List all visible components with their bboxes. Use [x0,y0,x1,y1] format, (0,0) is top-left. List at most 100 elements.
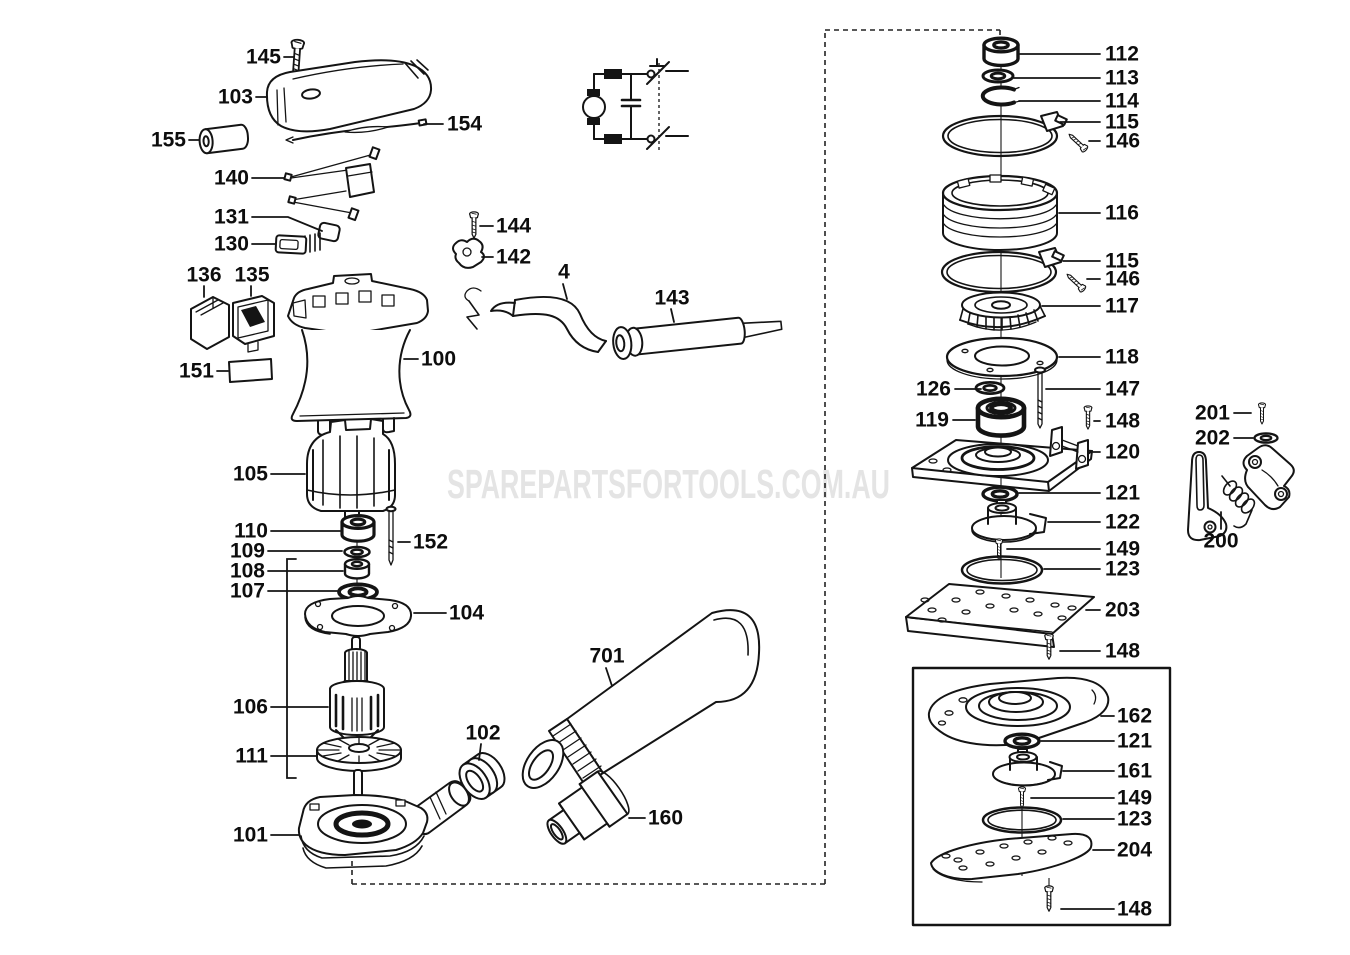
part-204 [930,832,1093,883]
label-144: 144 [496,215,531,238]
part-144 [469,211,479,239]
label-111: 111 [235,745,268,768]
main-assembly [190,38,783,869]
part-140 [283,146,381,222]
part-142 [452,237,485,269]
label-123-lower: 123 [1117,808,1152,831]
part-147 [1034,366,1046,429]
part-161 [992,748,1063,787]
label-160: 160 [648,807,683,830]
label-140: 140 [214,167,249,190]
part-108 [343,558,371,580]
label-108: 108 [230,560,265,583]
part-122 [971,499,1047,543]
label-110: 110 [234,520,268,543]
label-131: 131 [214,206,249,229]
part-146-upper [1065,130,1090,154]
label-121-upper: 121 [1105,482,1140,505]
label-114: 114 [1105,90,1139,113]
switch-symbol [646,58,689,150]
watermark: SPAREPARTSFORTOOLS.COM.AU [447,461,890,507]
label-155: 155 [151,129,186,152]
label-115-lower: 115 [1105,250,1139,273]
label-204: 204 [1117,839,1152,862]
label-130: 130 [214,233,249,256]
label-136: 136 [186,264,221,287]
wiring-schematic [582,58,689,150]
label-149-upper: 149 [1105,538,1140,561]
part-155 [198,123,250,155]
part-130 [274,232,321,255]
label-148-bottom: 148 [1117,898,1152,921]
label-145: 145 [246,46,281,69]
label-4: 4 [558,261,570,284]
part-203 [905,583,1095,648]
label-119: 119 [915,409,949,432]
part-151 [228,358,273,383]
label-200: 200 [1203,530,1238,553]
part-160 [546,770,630,845]
part-123-upper [960,555,1044,585]
part-146-lower [1063,270,1088,294]
part-136 [190,296,230,350]
part-121-upper [981,485,1019,503]
part-116 [941,174,1059,251]
part-121-lower [1003,732,1041,750]
part-201 [1258,402,1266,425]
label-126: 126 [916,378,951,401]
label-103: 103 [218,86,253,109]
label-120: 120 [1105,441,1140,464]
part-103 [265,59,433,133]
motor-symbol [582,95,606,119]
part-123-lower [981,806,1063,834]
part-104 [304,595,413,637]
part-117 [959,291,1046,331]
label-148-middle: 148 [1105,640,1140,663]
label-109: 109 [230,540,265,563]
delta-option-box [911,666,1172,927]
label-203: 203 [1105,599,1140,622]
label-135: 135 [234,264,269,287]
part-143 [612,316,783,360]
label-106: 106 [233,696,268,719]
part-202 [1253,432,1279,444]
part-120 [911,426,1093,492]
part-115-lower [940,247,1065,294]
label-202: 202 [1195,427,1230,450]
label-149-lower: 149 [1117,787,1152,810]
label-151: 151 [179,360,214,383]
label-162: 162 [1117,705,1152,728]
label-146-lower: 146 [1105,268,1140,291]
part-4 [464,287,607,353]
part-162 [927,676,1110,747]
part-126 [974,380,1006,396]
label-118: 118 [1105,346,1139,369]
label-123-upper: 123 [1105,558,1140,581]
part-102 [458,752,506,800]
label-104: 104 [449,602,484,625]
label-201: 201 [1195,402,1230,425]
label-102: 102 [465,722,500,745]
label-143: 143 [654,287,689,310]
part-148-top [1083,405,1093,430]
label-100: 100 [421,348,456,371]
part-114 [980,85,1021,107]
label-154: 154 [447,113,482,136]
part-111 [316,736,402,799]
platen-assembly [905,36,1095,660]
label-146-upper: 146 [1105,130,1140,153]
label-147: 147 [1105,378,1140,401]
label-161: 161 [1117,760,1152,783]
option-box-border [911,666,1172,927]
part-112 [982,36,1020,68]
label-116: 116 [1105,202,1139,225]
part-149-lower [1018,786,1026,809]
part-100 [287,273,429,436]
label-122: 122 [1105,511,1140,534]
label-117: 117 [1105,295,1139,318]
label-701: 701 [589,645,624,668]
dashed-frame [351,29,1001,885]
label-101: 101 [233,824,268,847]
label-105: 105 [233,463,268,486]
label-121-lower: 121 [1117,730,1152,753]
